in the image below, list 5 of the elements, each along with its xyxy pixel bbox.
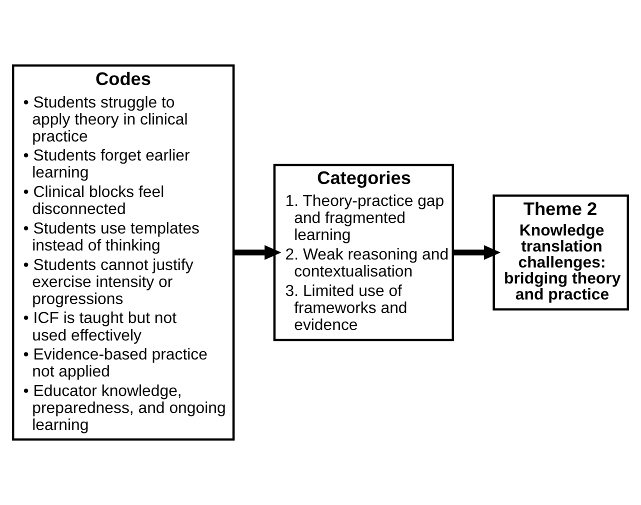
node-box: Theme 2 Knowledge translation challenges: bridging theory and practice [492, 194, 630, 310]
arrow [453, 245, 501, 260]
node-box: Codes • Students struggle to apply theory in clinical practice • Students forget earlier learning • Clinical blocks feel disconnected • Students use templates instead of thinking • Students cannot justify exercise intensity or progressions • ICF is taught but not used effectively • Evidence-based practice not applied • Educator knowledge, preparedness, and ongoing learning [12, 64, 235, 441]
node-box: Categories 1. Theory-practice gap and fragmented learning 2. Weak reasoning and contextualisation 3. Limited use of frameworks and evidence [273, 164, 454, 342]
arrow [234, 245, 282, 260]
